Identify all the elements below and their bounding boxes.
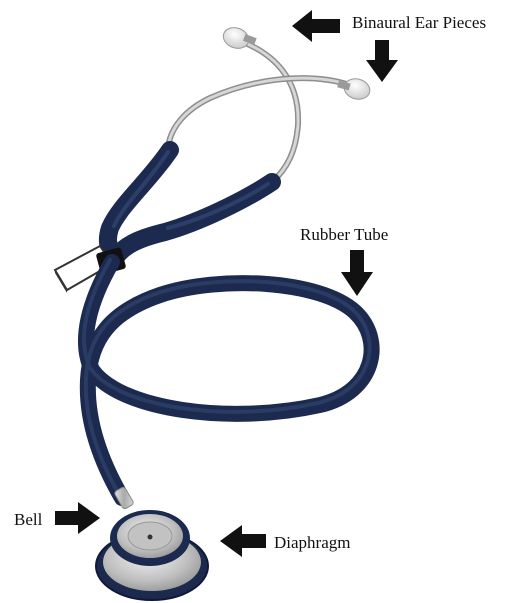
- label-rubber-tube: Rubber Tube: [300, 226, 388, 243]
- arrow-tube-down: [341, 250, 373, 296]
- ear-tubes: [168, 42, 350, 182]
- arrow-ear-down: [366, 40, 398, 82]
- bell: [110, 510, 190, 566]
- arrow-ear-left: [292, 10, 340, 42]
- label-binaural-ear-pieces: Binaural Ear Pieces: [352, 14, 486, 31]
- label-diaphragm: Diaphragm: [274, 534, 350, 551]
- binaural-sleeves: [108, 150, 272, 258]
- arrow-diaphragm: [220, 525, 266, 557]
- rubber-tube: [84, 260, 372, 498]
- label-bell: Bell: [14, 511, 42, 528]
- arrow-bell: [55, 502, 100, 534]
